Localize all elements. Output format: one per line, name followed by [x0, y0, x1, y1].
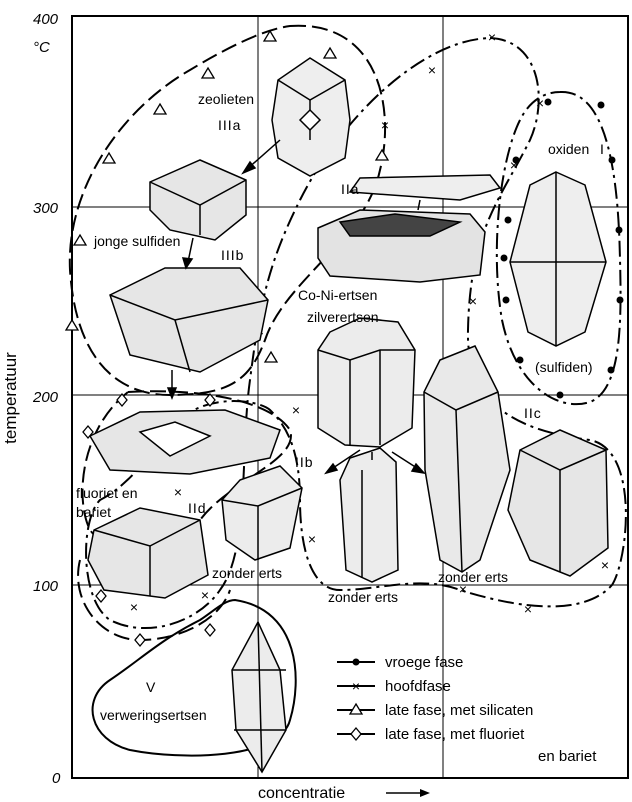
- crystal-iic: [508, 430, 608, 576]
- crystal-column: [340, 448, 398, 582]
- label-zonder-erts-iid: zonder erts: [212, 565, 282, 581]
- y-axis-label: temperatuur: [1, 352, 20, 444]
- svg-text:×: ×: [130, 599, 138, 615]
- roman-IId: IId: [188, 500, 207, 516]
- crystal-sulfide-large: [110, 268, 268, 372]
- svg-text:×: ×: [510, 157, 518, 173]
- x-axis-arrow: [386, 789, 430, 797]
- legend-item-late-fase-silicaten: late fase, met silicaten: [337, 702, 533, 719]
- roman-IIa: IIa: [341, 181, 360, 197]
- label-zonder-erts-iib: zonder erts: [328, 589, 398, 605]
- y-tick-200: 200: [32, 389, 59, 406]
- roman-I: I: [600, 141, 605, 157]
- legend-item-late-fase-fluoriet: late fase, met fluoriet en bariet: [337, 726, 597, 765]
- label-jonge-sulfiden: jonge sulfiden: [93, 233, 180, 249]
- roman-IIIb: IIIb: [221, 247, 244, 263]
- crystal-long: [424, 346, 510, 572]
- label-oxiden: oxiden: [548, 141, 589, 157]
- roman-IIIa: IIIa: [218, 117, 241, 133]
- svg-text:×: ×: [469, 293, 477, 309]
- legend-label-late-fase-silicaten: late fase, met silicaten: [385, 702, 533, 719]
- roman-IIb: IIb: [295, 454, 314, 470]
- label-sulfiden: (sulfiden): [535, 359, 593, 375]
- legend-item-vroege-fase: vroege fase: [337, 654, 463, 671]
- svg-text:×: ×: [174, 484, 182, 500]
- legend-label-late-fase-fluoriet: late fase, met fluoriet: [385, 726, 525, 743]
- svg-text:×: ×: [524, 601, 532, 617]
- crystal-weathering: [232, 622, 286, 772]
- svg-text:×: ×: [308, 531, 316, 547]
- legend-label-en-bariet: en bariet: [538, 748, 597, 765]
- crystal-coni: [318, 318, 415, 447]
- legend-label-hoofdfase: hoofdfase: [385, 678, 451, 695]
- svg-text:×: ×: [352, 678, 360, 694]
- y-tick-100: 100: [33, 578, 59, 595]
- roman-IIc: IIc: [524, 405, 542, 421]
- crystal-fluorite: [90, 410, 280, 474]
- legend: vroege fase × hoofdfase late fase, met s…: [337, 654, 597, 765]
- crystal-noore: [222, 466, 302, 560]
- svg-text:×: ×: [536, 95, 544, 111]
- label-verweringsertsen: verweringsertsen: [100, 707, 207, 723]
- crystal-iid: [88, 508, 208, 598]
- label-co-ni-ertsen: Co-Ni-ertsen: [298, 287, 377, 303]
- crystal-disc: [318, 210, 485, 282]
- legend-item-hoofdfase: × hoofdfase: [337, 678, 451, 695]
- svg-text:×: ×: [601, 557, 609, 573]
- svg-text:×: ×: [428, 62, 436, 78]
- svg-text:×: ×: [488, 29, 496, 45]
- label-zilverertsen: zilverertsen: [307, 309, 379, 325]
- svg-text:×: ×: [201, 587, 209, 603]
- crystal-plate-top: [350, 175, 500, 200]
- label-zeolieten: zeolieten: [198, 91, 254, 107]
- svg-text:×: ×: [292, 402, 300, 418]
- crystal-oxide: [510, 172, 606, 346]
- x-axis-label: concentratie: [258, 785, 345, 802]
- label-zonder-erts-iic: zonder erts: [438, 569, 508, 585]
- y-tick-300: 300: [33, 200, 59, 217]
- label-bariet: bariet: [76, 504, 111, 520]
- y-unit: °C: [33, 39, 50, 56]
- label-fluoriet-en: fluoriet en: [76, 485, 137, 501]
- legend-label-vroege-fase: vroege fase: [385, 654, 463, 671]
- crystal-zeolite: [272, 58, 350, 176]
- y-tick-0: 0: [52, 770, 61, 787]
- y-tick-400: 400: [33, 11, 59, 28]
- crystal-sulfide-small: [150, 160, 246, 240]
- roman-V: V: [146, 679, 156, 695]
